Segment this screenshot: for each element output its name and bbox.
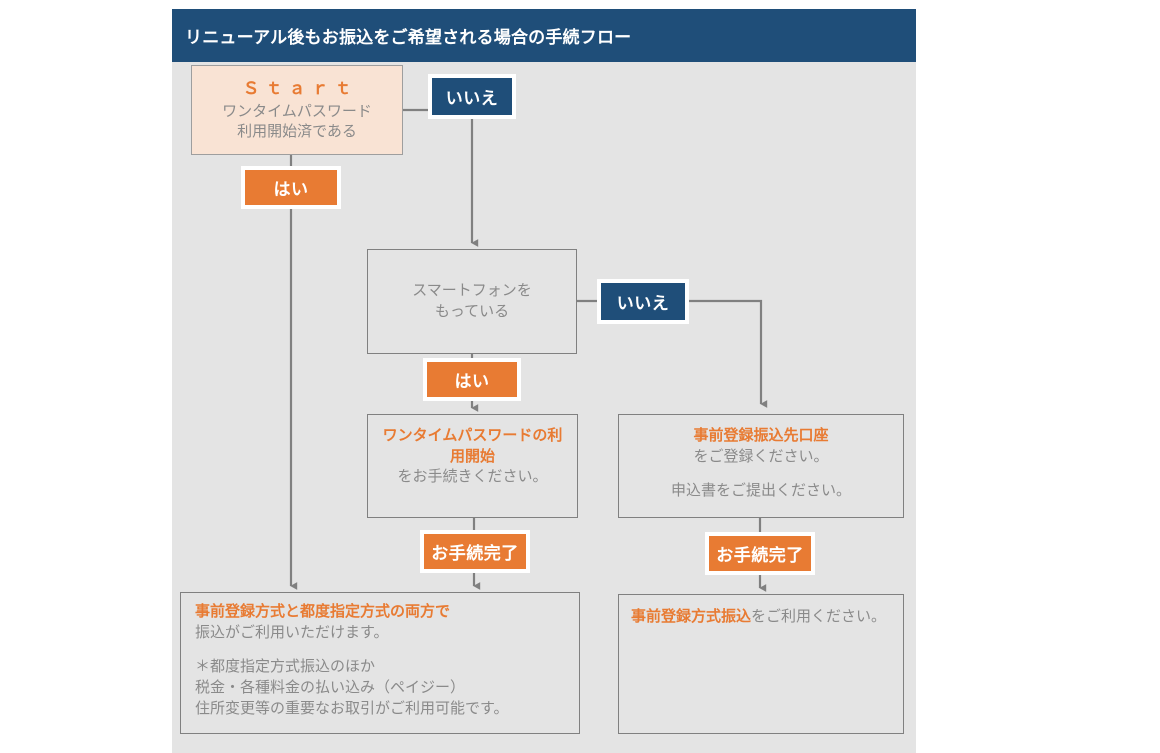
prereg-line-2: 申込書をご提出ください。 [670, 482, 851, 500]
prereg-line-1: をご登録ください。 [693, 447, 829, 465]
start-label: Ｓｔａｒｔ [242, 79, 358, 99]
badge-done-1-label: お手続完了 [431, 544, 519, 563]
badge-yes-2[interactable]: はい [423, 358, 521, 401]
otp-strong-line-2: 用開始 [449, 447, 495, 465]
otp-line-1: をお手続きください。 [397, 468, 548, 486]
result-prereg-strong-1: 事前登録方式振込 [631, 608, 752, 625]
badge-no-1-label: いいえ [445, 89, 499, 108]
result-both-note-3: 住所変更等の重要なお取引がご利用可能です。 [195, 699, 509, 717]
node-start: Ｓｔａｒｔ ワンタイムパスワード 利用開始済である [191, 65, 403, 155]
result-both-strong-1: 事前登録方式と都度指定方式の両方で [195, 603, 451, 620]
badge-yes-2-label: はい [454, 372, 490, 391]
result-prereg-line: 事前登録方式振込をご利用ください。 [631, 606, 886, 628]
badge-yes-1[interactable]: はい [241, 166, 341, 209]
result-both-note-2: 税金・各種料金の払い込み（ペイジー） [195, 679, 466, 697]
smartphone-line-2: もっている [434, 302, 510, 320]
badge-no-2-label: いいえ [616, 294, 670, 313]
node-result-both: 事前登録方式と都度指定方式の両方で 振込がご利用いただけます。 ＊都度指定方式振… [180, 592, 580, 734]
result-prereg-tail-1: をご利用ください。 [751, 608, 887, 625]
badge-done-2[interactable]: お手続完了 [705, 532, 815, 575]
chart-header: リニューアル後もお振込をご希望される場合の手続フロー [172, 9, 916, 62]
node-result-prereg: 事前登録方式振込をご利用ください。 [618, 594, 904, 734]
badge-no-1[interactable]: いいえ [428, 74, 516, 119]
result-both-line-1: 振込がご利用いただけます。 [195, 623, 389, 641]
badge-yes-1-label: はい [273, 180, 309, 199]
page-title: リニューアル後もお振込をご希望される場合の手続フロー [185, 28, 632, 47]
node-smartphone: スマートフォンを もっている [367, 249, 577, 354]
node-otp-start: ワンタイムパスワードの利 用開始 をお手続きください。 [367, 414, 578, 518]
prereg-strong-line-1: 事前登録振込先口座 [693, 427, 829, 444]
result-both-note-1: ＊都度指定方式振込のほか [195, 658, 376, 676]
start-line-2: 利用開始済である [237, 123, 357, 141]
badge-no-2[interactable]: いいえ [597, 279, 689, 324]
otp-strong-line-1: ワンタイムパスワードの利 [382, 427, 563, 444]
badge-done-1[interactable]: お手続完了 [420, 530, 530, 573]
start-line-1: ワンタイムパスワード [222, 102, 372, 120]
node-prereg-account: 事前登録振込先口座 をご登録ください。 申込書をご提出ください。 [618, 414, 904, 518]
badge-done-2-label: お手続完了 [716, 546, 804, 565]
smartphone-line-1: スマートフォンを [412, 281, 532, 299]
